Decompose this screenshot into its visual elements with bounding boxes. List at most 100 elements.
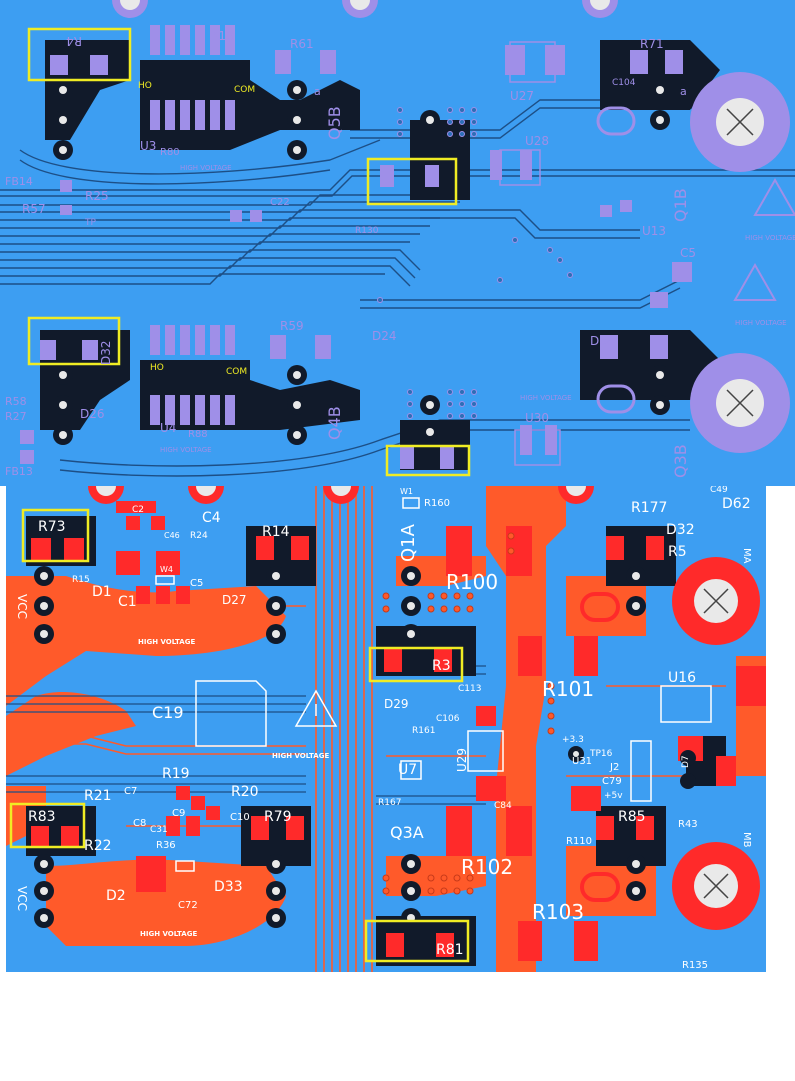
pin-labels: HO COM HO COM bbox=[138, 81, 255, 377]
label-d32: D32 bbox=[666, 522, 695, 538]
ic-outlines bbox=[499, 41, 561, 466]
label-r21: R21 bbox=[84, 788, 112, 804]
label-r19: R19 bbox=[162, 766, 190, 782]
label-r5: R5 bbox=[668, 544, 687, 560]
label-w4: W4 bbox=[160, 565, 173, 574]
hv-text: HIGH VOLTAGE HIGH VOLTAGE HIGH VOLTAGE H… bbox=[160, 164, 795, 454]
highlight-r10 bbox=[385, 444, 471, 477]
label-r101: R101 bbox=[542, 677, 594, 701]
mounting-hole-lower bbox=[690, 353, 790, 453]
label-r167: R167 bbox=[378, 798, 401, 808]
label-ho-lower: HO bbox=[150, 363, 164, 373]
label-u30: U30 bbox=[525, 411, 549, 425]
label-r80: R80 bbox=[160, 147, 180, 158]
hv-text-4: HIGH VOLTAGE bbox=[735, 319, 787, 327]
label-u7: U7 bbox=[398, 762, 417, 778]
label-u4: U4 bbox=[160, 421, 176, 435]
label-c9: C9 bbox=[172, 808, 185, 819]
label-r10: R10 bbox=[210, 29, 234, 43]
label-c4: C4 bbox=[202, 510, 221, 526]
pour-hv-upper bbox=[6, 576, 286, 706]
label-r27: R27 bbox=[5, 410, 27, 423]
label-fb14: FB14 bbox=[5, 175, 33, 188]
label-q3b: Q3B bbox=[671, 444, 690, 478]
label-r110: R110 bbox=[566, 836, 592, 847]
label-c84: C84 bbox=[494, 801, 512, 811]
label-d27: D27 bbox=[222, 593, 247, 607]
label-r79: R79 bbox=[264, 809, 292, 825]
top-mounting-hole-lower bbox=[672, 842, 760, 930]
label-c72: C72 bbox=[178, 900, 198, 911]
label-com: COM bbox=[234, 85, 255, 95]
pcb-bottom-layer-view: R4 R10 R61 R71 U3 U4 U13 U27 U28 U30 R25… bbox=[0, 0, 795, 486]
label-u28: U28 bbox=[525, 134, 549, 148]
label-d26: D26 bbox=[80, 407, 105, 421]
via-grid bbox=[377, 107, 573, 419]
label-c5: C5 bbox=[680, 246, 696, 260]
label-u13: U13 bbox=[642, 224, 666, 238]
oval-pads bbox=[596, 106, 636, 414]
label-d24: D24 bbox=[372, 329, 397, 343]
top-mounting-hole-upper bbox=[672, 557, 760, 645]
q-labels: Q5B Q4B Q1B Q3B D32 bbox=[99, 106, 690, 478]
label-d1: D1 bbox=[92, 584, 112, 600]
label-c5: C5 bbox=[190, 578, 203, 589]
label-r61: R61 bbox=[290, 37, 314, 51]
label-mb: MB bbox=[741, 832, 752, 848]
label-r22: R22 bbox=[84, 838, 112, 854]
highlight-boxes bbox=[27, 27, 471, 477]
label-c49: C49 bbox=[710, 486, 728, 495]
label-d2: D2 bbox=[106, 888, 126, 904]
bottom-layer-svg: R4 R10 R61 R71 U3 U4 U13 U27 U28 U30 R25… bbox=[0, 0, 795, 486]
pour-left-edge bbox=[6, 636, 46, 686]
label-r83: R83 bbox=[28, 809, 56, 825]
c19-outline bbox=[195, 680, 267, 747]
label-r15: R15 bbox=[72, 575, 90, 585]
label-c79: C79 bbox=[602, 776, 622, 787]
hv-text-top-2: HIGH VOLTAGE bbox=[272, 752, 329, 760]
hv-text-top-3: HIGH VOLTAGE bbox=[140, 930, 197, 938]
label-a1: a bbox=[314, 85, 321, 98]
u29-outline bbox=[467, 730, 504, 772]
label-r177: R177 bbox=[631, 500, 667, 516]
label-r25: R25 bbox=[85, 189, 109, 203]
label-q1b: Q1B bbox=[671, 188, 690, 222]
j2-outline bbox=[630, 740, 652, 802]
u28-outline bbox=[499, 149, 541, 186]
label-c8: C8 bbox=[133, 818, 146, 829]
u7-outline bbox=[400, 760, 422, 780]
highlight-r3 bbox=[368, 646, 464, 683]
top-hv-text: HIGH VOLTAGE HIGH VOLTAGE HIGH VOLTAGE bbox=[138, 638, 329, 938]
label-r100: R100 bbox=[446, 570, 498, 594]
hv-warning-icon-top bbox=[294, 689, 338, 727]
u27-outline bbox=[509, 41, 556, 83]
label-j2: J2 bbox=[609, 762, 619, 773]
pour-r101-area bbox=[566, 576, 646, 636]
highlight-r61 bbox=[27, 316, 121, 366]
highlight-r81 bbox=[364, 919, 470, 963]
hv-text-2: HIGH VOLTAGE bbox=[160, 446, 212, 454]
label-c7: C7 bbox=[124, 786, 137, 797]
top-through-hole-pads bbox=[34, 566, 696, 928]
label-c46: C46 bbox=[164, 531, 180, 540]
pour-hv-lower bbox=[46, 859, 286, 946]
label-r73: R73 bbox=[38, 519, 66, 535]
label-r14: R14 bbox=[262, 524, 290, 540]
w-outline-2 bbox=[175, 860, 195, 872]
smd-pad-group bbox=[20, 25, 692, 469]
pcb-top-layer-view: R73 R14 R15 R5 R177 R160 R100 R101 R102 … bbox=[6, 486, 766, 972]
label-tp: TP bbox=[84, 218, 96, 228]
label-u29: U29 bbox=[455, 748, 469, 772]
top-silk-outlines bbox=[155, 497, 712, 872]
label-a2: a bbox=[680, 85, 687, 98]
label-r57: R57 bbox=[22, 202, 46, 216]
label-r85: R85 bbox=[618, 809, 646, 825]
label-ho: HO bbox=[138, 81, 152, 91]
hv-text-top-1: HIGH VOLTAGE bbox=[138, 638, 195, 646]
label-com-lower: COM bbox=[226, 367, 247, 377]
top-layer-svg: R73 R14 R15 R5 R177 R160 R100 R101 R102 … bbox=[6, 486, 766, 972]
label-q1a: Q1A bbox=[398, 523, 419, 562]
u16-outline bbox=[660, 685, 712, 723]
label-u16: U16 bbox=[668, 670, 696, 686]
label-d29: D29 bbox=[384, 697, 409, 711]
